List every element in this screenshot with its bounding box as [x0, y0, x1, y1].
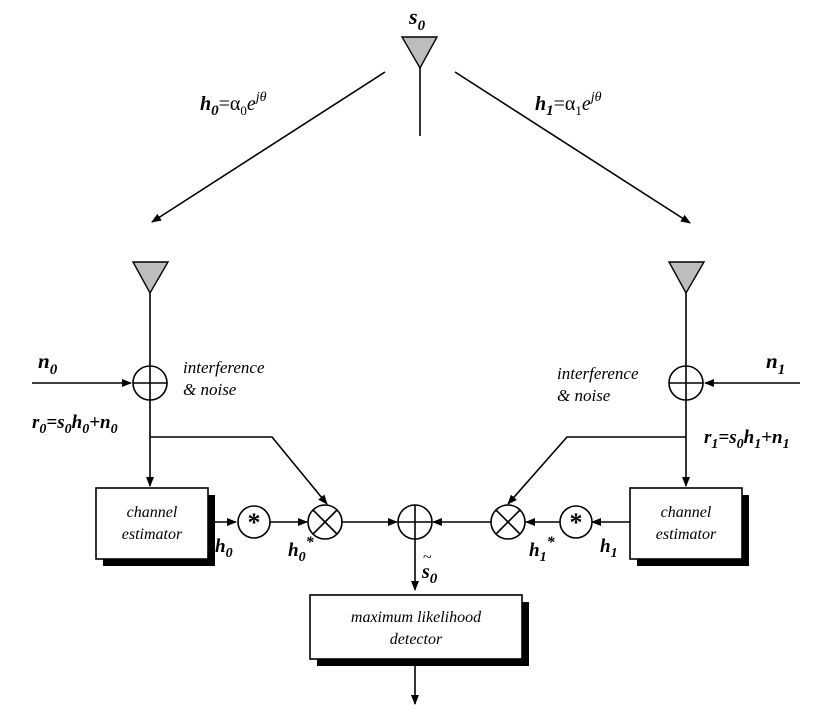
channel-gain-left-label: h0=α0ejθ	[200, 90, 267, 119]
conjugate-left-icon: *	[237, 505, 271, 539]
combined-signal-label: ~ s0	[421, 549, 438, 587]
channel-path-left	[151, 71, 386, 223]
received-signal-right-label: r1=s0h1+n1	[704, 427, 790, 452]
estimate-left-conj-label: h0*	[288, 534, 315, 565]
left-branch-to-multiplier	[150, 436, 328, 505]
estimate-right-label: h1	[600, 536, 618, 561]
combiner-adder-icon	[397, 504, 433, 540]
right-branch-to-multiplier	[507, 436, 686, 505]
estimator-left-line2: estimator	[122, 526, 183, 543]
interference-label-right-line1: interference	[557, 364, 639, 383]
estimate-left-label: h0	[215, 536, 233, 561]
receive-antenna-left-icon	[131, 261, 170, 366]
estimator-right-line1: channel	[661, 504, 712, 521]
channel-gain-right-label: h1=α1ejθ	[535, 90, 602, 119]
transmit-antenna-icon	[400, 36, 439, 136]
noise-adder-left-icon	[132, 365, 168, 401]
channel-estimator-right-box: channel estimator	[629, 487, 749, 566]
estimate-right-conj-label: h1*	[529, 534, 556, 565]
received-signal-left-label: r0=s0h0+n0	[32, 412, 118, 437]
conjugate-right-icon: *	[559, 505, 593, 539]
detector-line2: detector	[390, 631, 443, 648]
estimator-left-line1: channel	[127, 504, 178, 521]
receive-antenna-right-icon	[667, 261, 706, 366]
channel-path-right	[454, 71, 691, 224]
estimator-right-line2: estimator	[656, 526, 717, 543]
detector-line1: maximum likelihood	[351, 609, 482, 626]
noise-adder-right-icon	[668, 365, 704, 401]
svg-text:~: ~	[423, 549, 432, 566]
interference-label-right-line2: & noise	[557, 386, 611, 405]
svg-text:*: *	[248, 508, 261, 537]
ml-detector-box: maximum likelihood detector	[309, 594, 529, 666]
noise-left-label: n0	[38, 349, 58, 378]
noise-right-label: n1	[766, 349, 785, 378]
interference-label-left-line2: & noise	[183, 380, 237, 399]
interference-label-left-line1: interference	[183, 358, 265, 377]
multiplier-right-icon	[490, 504, 526, 540]
multiplier-left-icon	[307, 504, 343, 540]
transmit-symbol-label: s0	[408, 4, 426, 34]
svg-text:*: *	[570, 508, 583, 537]
svg-text:s0: s0	[421, 561, 438, 587]
channel-estimator-left-box: channel estimator	[95, 487, 215, 566]
